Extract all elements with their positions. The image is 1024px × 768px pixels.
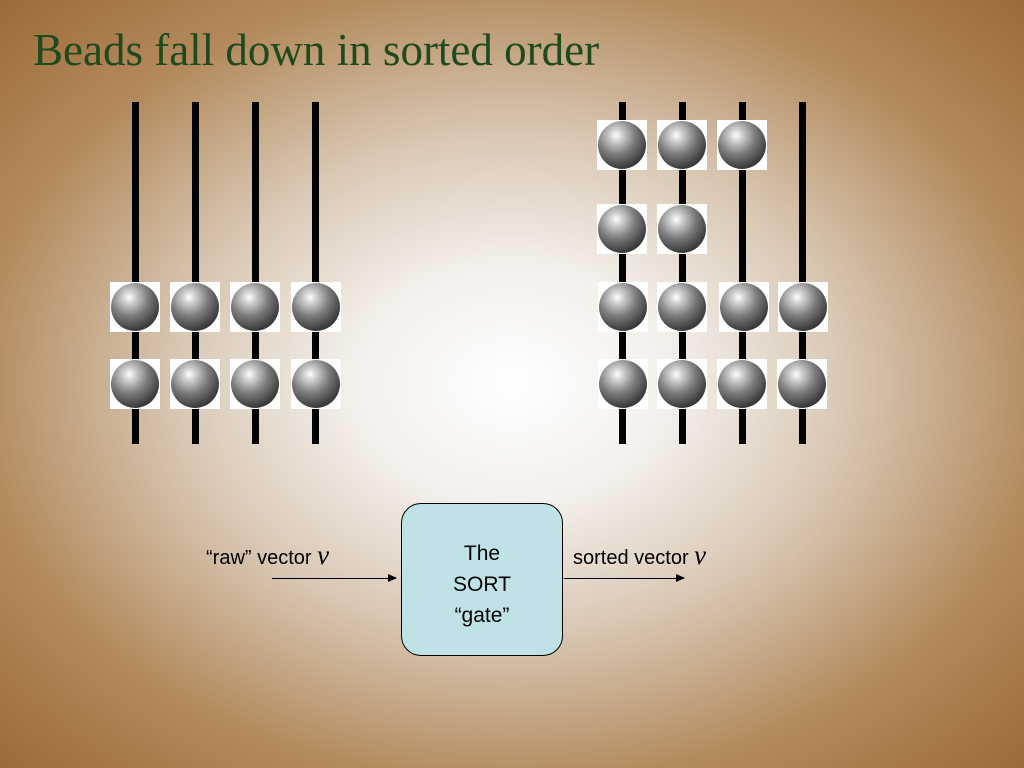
bead: [657, 204, 707, 254]
bead: [657, 359, 707, 409]
bead: [778, 282, 828, 332]
bead: [657, 282, 707, 332]
bead: [170, 282, 220, 332]
bead: [230, 359, 280, 409]
rod: [799, 102, 806, 444]
bead: [717, 359, 767, 409]
bead: [597, 120, 647, 170]
gate-line-3: “gate”: [454, 604, 510, 627]
gate-line-1: The: [463, 542, 501, 565]
output-label: sorted vector v: [573, 540, 706, 571]
input-label: “raw” vector v: [206, 540, 329, 571]
bead: [717, 120, 767, 170]
bead: [777, 359, 827, 409]
bead: [598, 282, 648, 332]
output-label-text: sorted vector: [573, 547, 689, 569]
rod: [679, 102, 686, 444]
bead: [657, 120, 707, 170]
rod: [739, 102, 746, 444]
bead: [291, 282, 341, 332]
input-arrow: [272, 574, 397, 582]
rod: [192, 102, 199, 444]
rod: [252, 102, 259, 444]
bead: [110, 282, 160, 332]
bead: [597, 204, 647, 254]
rod: [312, 102, 319, 444]
slide-title: Beads fall down in sorted order: [33, 25, 600, 75]
rod: [132, 102, 139, 444]
bead: [230, 282, 280, 332]
bead: [170, 359, 220, 409]
bead: [719, 282, 769, 332]
rod: [619, 102, 626, 444]
bead: [291, 359, 341, 409]
output-arrow: [564, 574, 685, 582]
sort-gate-box: The SORT “gate”: [401, 503, 563, 656]
input-label-text: “raw” vector: [206, 547, 312, 569]
output-vector-symbol: v: [694, 540, 707, 570]
bead: [598, 359, 648, 409]
input-vector-symbol: v: [317, 540, 330, 570]
gate-line-2: SORT: [453, 573, 511, 596]
bead: [110, 359, 160, 409]
